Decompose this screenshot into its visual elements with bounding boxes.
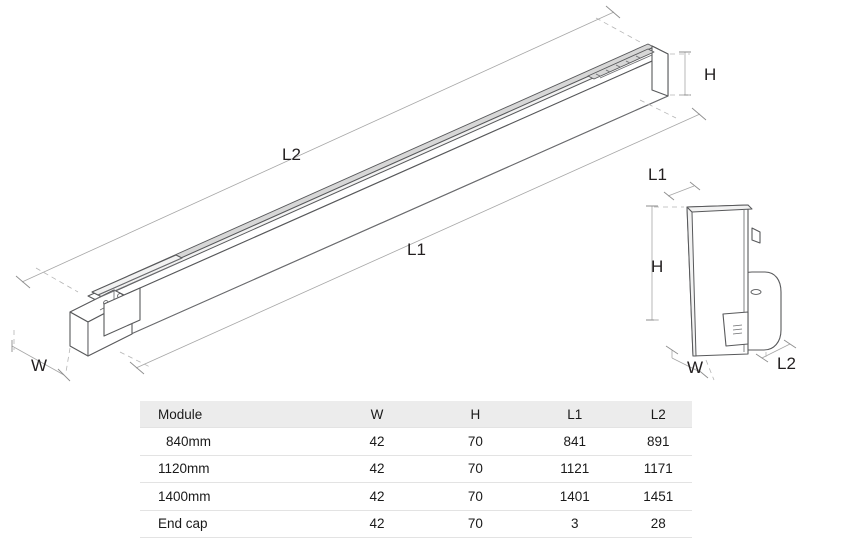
cell-l2: 28	[624, 509, 692, 538]
dimension-L1-detail	[663, 181, 701, 201]
cell-l1: 1401	[525, 482, 625, 510]
dim-label-H-detail: H	[651, 257, 664, 276]
cell-h: 70	[425, 454, 526, 483]
cell-h: 70	[425, 427, 526, 455]
table-row: 1120mm 42 70 1121 1171	[140, 454, 692, 483]
cell-l1: 841	[525, 427, 625, 455]
module-spec-table: Module W H L1 L2 840mm 42 70 841 891 112…	[140, 401, 692, 538]
dim-label-H-main: H	[704, 65, 717, 84]
cell-w: 42	[328, 427, 426, 455]
dimension-L2-main	[15, 5, 641, 293]
end-cap-plate-top	[686, 204, 753, 213]
dim-label-W-main: W	[31, 356, 48, 375]
end-cap-hole	[750, 289, 762, 295]
dim-label-L2-main: L2	[282, 145, 301, 164]
table-row: 1400mm 42 70 1401 1451	[140, 482, 692, 510]
column-header-l1: L1	[525, 401, 625, 428]
cell-w: 42	[328, 454, 426, 483]
dimension-L2-detail	[755, 339, 797, 363]
cell-module: 1120mm	[140, 454, 329, 483]
dimension-W-main	[11, 330, 71, 382]
cell-module: 1400mm	[140, 482, 329, 510]
isometric-module-view	[11, 5, 707, 382]
table-row: 840mm 42 70 841 891	[140, 427, 692, 455]
cell-l1: 3	[525, 509, 625, 538]
cell-h: 70	[425, 509, 526, 538]
module-connector-plate	[587, 48, 655, 80]
dim-label-W-detail: W	[687, 358, 704, 377]
end-cap-label-plate	[722, 311, 749, 347]
cell-module: End cap	[140, 509, 329, 538]
dim-label-L1-detail: L1	[648, 165, 667, 184]
module-front-face	[103, 53, 669, 347]
module-right-end-face	[651, 45, 669, 97]
table-header-row: Module W H L1 L2	[140, 401, 692, 428]
end-cap-detail-view	[646, 181, 797, 381]
column-header-w: W	[328, 401, 426, 428]
dimension-L1-main	[119, 99, 707, 375]
cell-l1: 1121	[525, 454, 625, 483]
module-top-face	[87, 45, 669, 305]
cell-l2: 891	[624, 427, 692, 455]
end-cap-tab	[751, 227, 761, 244]
dimension-H-detail	[646, 205, 684, 321]
cell-l2: 1451	[624, 482, 692, 510]
cell-w: 42	[328, 482, 426, 510]
cell-w: 42	[328, 509, 426, 538]
dimension-W-detail	[665, 345, 715, 381]
module-channel-inner	[97, 46, 659, 298]
dim-label-L1-main: L1	[407, 240, 426, 259]
dimension-H-main	[670, 51, 691, 96]
column-header-l2: L2	[624, 401, 692, 428]
column-header-h: H	[425, 401, 526, 428]
column-header-module: Module	[140, 401, 329, 428]
cell-h: 70	[425, 482, 526, 510]
cell-module: 840mm	[140, 427, 329, 455]
table-row: End cap 42 70 3 28	[140, 509, 692, 538]
dim-label-L2-detail: L2	[777, 354, 796, 373]
cell-l2: 1171	[624, 454, 692, 483]
module-bottom-edge	[103, 95, 669, 347]
module-left-flange	[103, 287, 141, 337]
